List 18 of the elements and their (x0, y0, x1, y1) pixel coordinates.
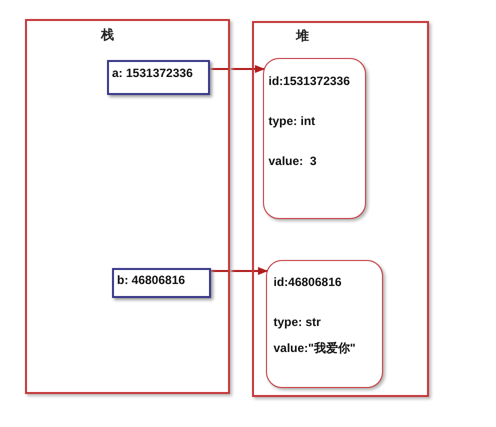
variable-label: a: 1531372336 (112, 66, 193, 80)
object-box (266, 260, 383, 388)
arrow (210, 65, 265, 73)
region-title: 栈 (101, 28, 114, 43)
field-text: id:46806816 (274, 274, 342, 288)
region-box (252, 21, 429, 397)
field-text: value:"我爱你" (274, 340, 356, 354)
arrow (211, 267, 268, 275)
variable-box (112, 268, 211, 298)
field-text: type: int (268, 114, 316, 128)
variable-label: b: 46806816 (117, 273, 186, 287)
region-box (25, 19, 230, 394)
field-text: id:1531372336 (268, 74, 350, 88)
object-box (263, 58, 366, 219)
field-text: type: str (274, 314, 321, 328)
variable-box (107, 60, 210, 95)
region-title: 堆 (296, 29, 309, 44)
field-text: value: 3 (268, 154, 317, 168)
